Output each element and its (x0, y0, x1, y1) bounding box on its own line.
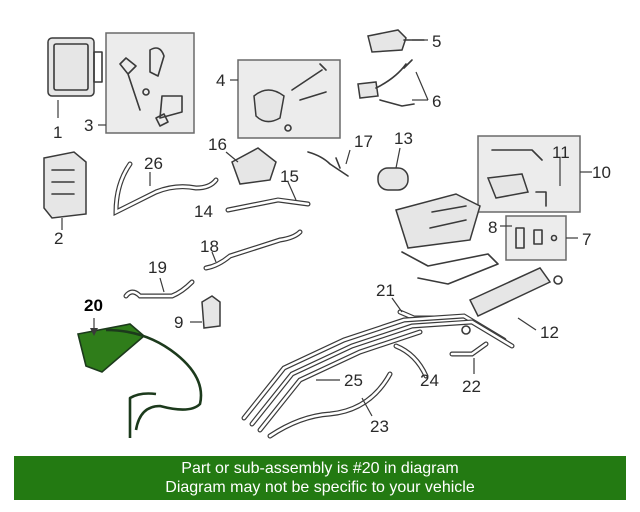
callout-13: 13 (394, 129, 413, 148)
part-21-line[interactable] (391, 297, 437, 321)
part-1-control-module[interactable] (47, 37, 103, 118)
banner-line-2: Diagram may not be specific to your vehi… (165, 479, 475, 496)
callout-16: 16 (208, 135, 227, 154)
callout-2: 2 (54, 229, 63, 248)
callout-4: 4 (216, 71, 225, 90)
part-20-highlighted[interactable] (77, 318, 203, 438)
callout-3: 3 (84, 116, 93, 135)
callout-8: 8 (488, 218, 497, 237)
part-12-reservoir[interactable] (461, 267, 563, 335)
callout-10: 10 (592, 163, 611, 182)
callout-22: 22 (462, 377, 481, 396)
part-6-harness-bracket[interactable] (357, 59, 429, 107)
part-16-bracket[interactable] (225, 147, 277, 185)
part-9-bracket[interactable] (190, 295, 221, 329)
callout-18: 18 (200, 237, 219, 256)
part-7-mount-kit[interactable] (500, 215, 578, 261)
banner-line-1: Part or sub-assembly is #20 in diagram (181, 460, 459, 477)
part-23-line[interactable] (267, 371, 393, 439)
part-compressor-assembly[interactable] (395, 193, 499, 285)
callout-19: 19 (148, 258, 167, 277)
part-22-line[interactable] (449, 341, 489, 374)
part-5-connector[interactable] (367, 29, 428, 53)
callout-23: 23 (370, 417, 389, 436)
callout-25: 25 (344, 371, 363, 390)
part-13-filter[interactable] (377, 147, 409, 191)
part-17-valve[interactable] (307, 149, 351, 177)
part-18-line[interactable] (203, 229, 303, 271)
part-19-line[interactable] (123, 277, 195, 299)
part-10-compressor-kit[interactable] (477, 135, 592, 213)
callout-11: 11 (552, 143, 570, 162)
part-25-line-bundle[interactable] (241, 313, 515, 433)
part-3-sensor-kit[interactable] (98, 32, 195, 134)
part-2-bracket[interactable] (43, 151, 87, 230)
callout-17: 17 (354, 132, 373, 151)
callout-24: 24 (420, 371, 439, 390)
callout-7: 7 (582, 230, 591, 249)
info-banner: Part or sub-assembly is #20 in diagram D… (14, 456, 626, 500)
part-24-line[interactable] (393, 343, 429, 379)
callout-14: 14 (194, 202, 213, 221)
part-15-line[interactable] (225, 181, 311, 213)
part-4-sensor-kit[interactable] (230, 59, 341, 139)
callout-9: 9 (174, 313, 183, 332)
callout-21: 21 (376, 281, 395, 300)
callout-12: 12 (540, 323, 559, 342)
callout-15: 15 (280, 167, 299, 186)
callout-20: 20 (84, 296, 103, 315)
part-26-line[interactable] (113, 161, 219, 217)
callout-5: 5 (432, 32, 441, 51)
callout-6: 6 (432, 92, 441, 111)
callout-1: 1 (53, 123, 62, 142)
callout-26: 26 (144, 154, 163, 173)
parts-diagram: 1 3 4 5 6 2 (43, 29, 611, 439)
